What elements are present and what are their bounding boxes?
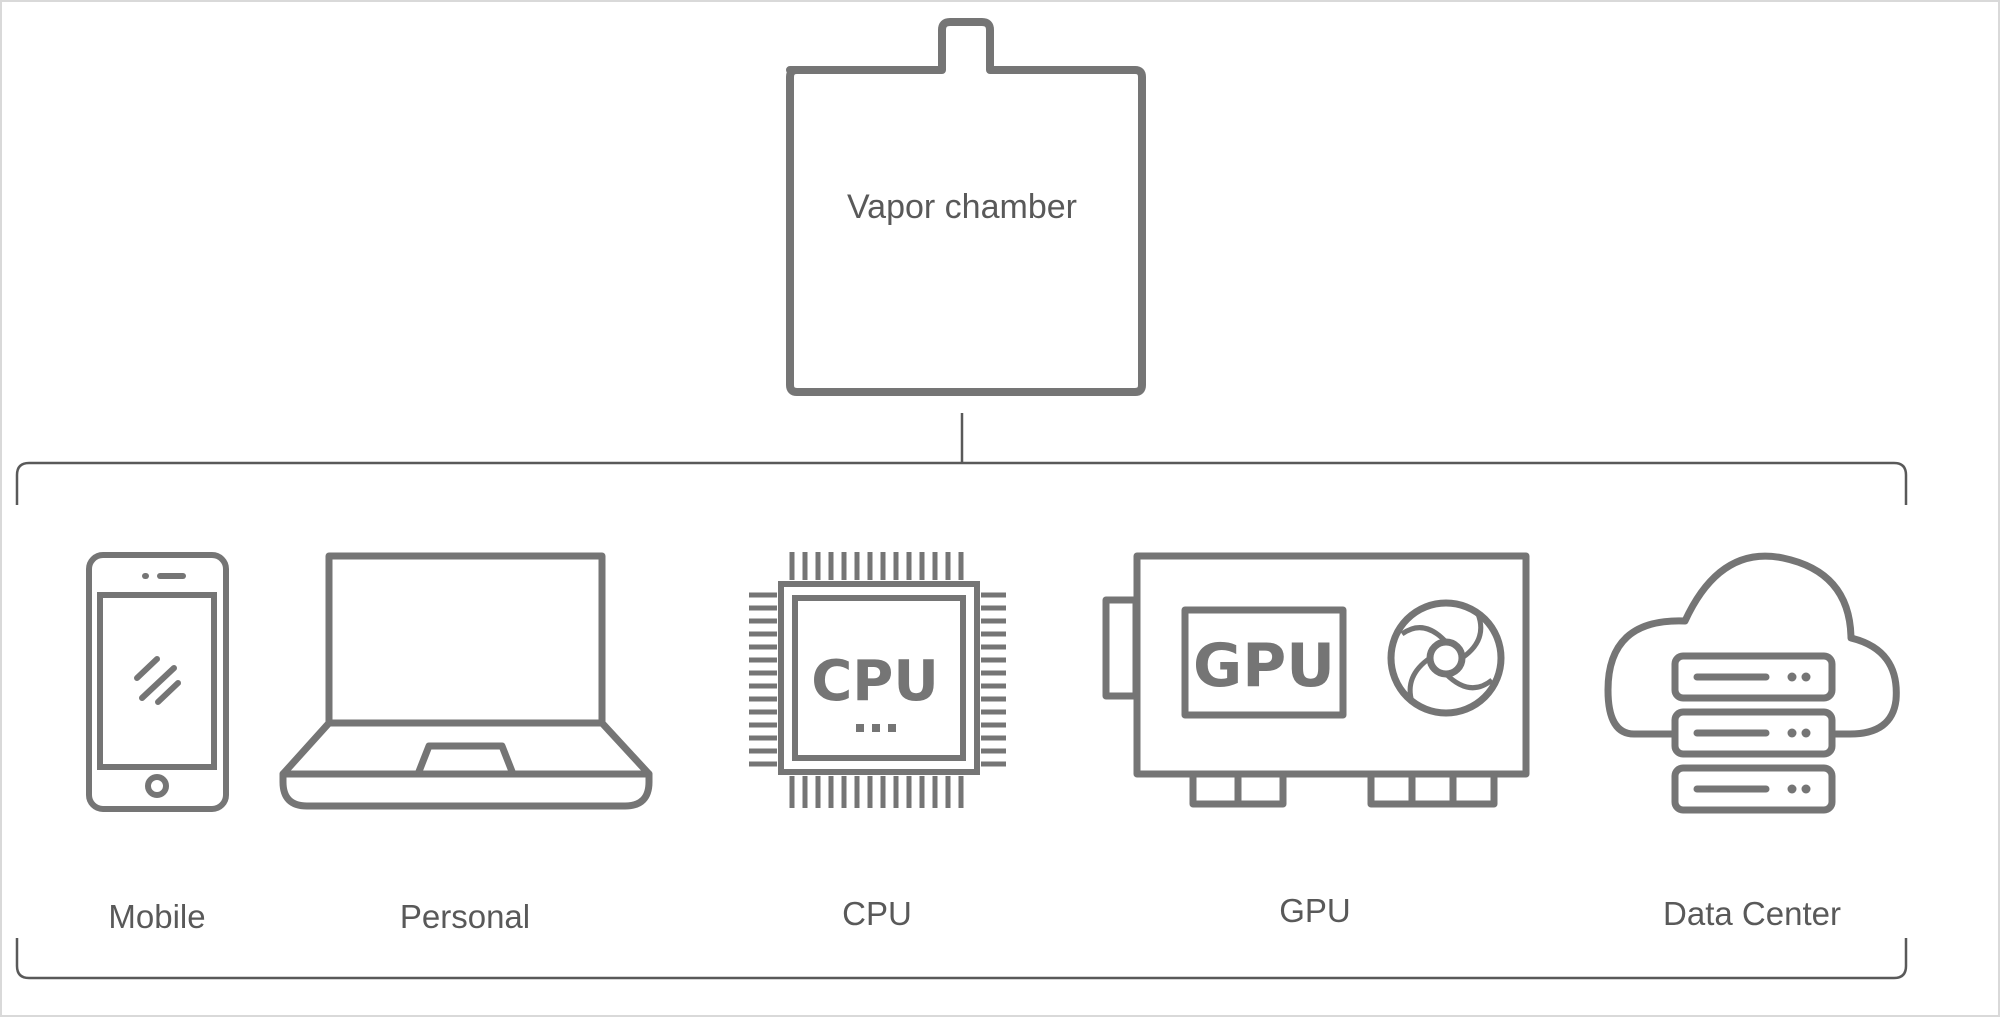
connector [15,413,1908,980]
label-cpu: CPU [842,895,912,932]
label-gpu: GPU [1279,892,1351,929]
bottom-bracket [15,938,1908,980]
vapor-chamber-shape [786,18,1146,396]
top-bracket [15,461,1908,505]
cpu-chip-icon: CPU [749,552,1006,808]
label-mobile: Mobile [108,898,205,935]
smartphone-icon [86,552,229,812]
label-data-center: Data Center [1663,895,1841,932]
vapor-chamber-label: Vapor chamber [847,188,1077,226]
laptop-icon [279,552,653,810]
graphics-card-icon: GPU [1102,552,1530,808]
label-personal: Personal [400,898,530,935]
gpu-card-text: GPU [1193,631,1335,701]
application-labels: Mobile Personal CPU GPU Data Center [108,892,1841,935]
vapor-chamber-node: Vapor chamber [786,18,1146,396]
cpu-chip-text: CPU [811,649,939,714]
cloud-server-icon [1604,552,1900,814]
